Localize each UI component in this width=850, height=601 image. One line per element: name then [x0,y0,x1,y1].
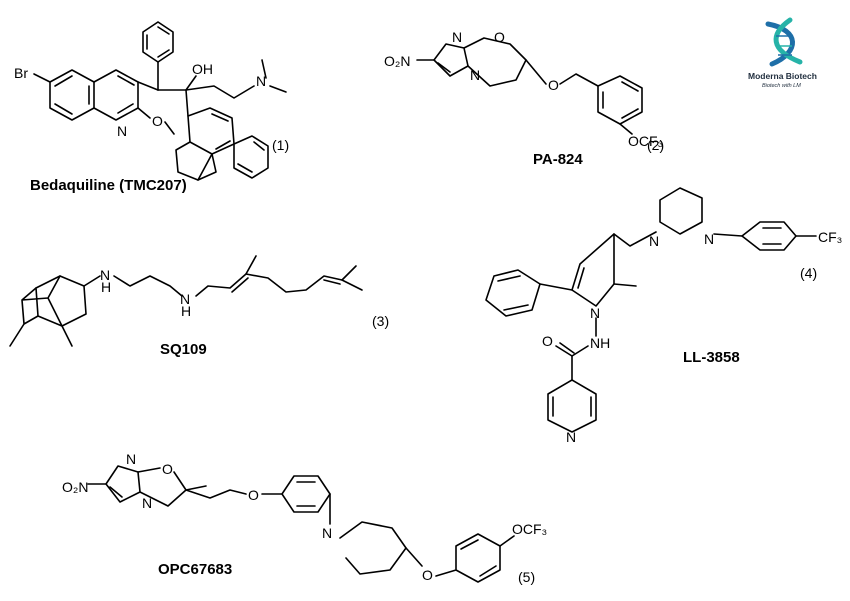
compound-name-sq109: SQ109 [160,341,207,358]
pyrrole-nitrogen-label: N [590,305,600,321]
secondary-amine-1-label: N [100,267,110,283]
ether-oxygen-label: O [548,77,559,93]
logo-tagline-text: Biotech with LM [762,83,801,89]
compound-number-3: (3) [372,313,389,329]
oxazine-oxygen-label: O [494,29,505,45]
nitro-group-label: O₂N [62,479,88,495]
amine-hydrogen-2-label: H [181,303,191,319]
trifluoromethyl-label: CF₃ [818,229,842,245]
compound-ll3858: N N CF₃ N NH O N (4) LL-3858 [485,187,842,445]
dna-helix-icon [765,17,803,67]
methoxy-oxygen-label: O [152,113,163,129]
compound-name-opc67683: OPC67683 [158,561,232,578]
compound-number-1: (1) [272,137,289,153]
compound-number-4: (4) [800,265,817,281]
dimethylamine-nitrogen-label: N [256,73,266,89]
carbonyl-oxygen-label: O [542,333,553,349]
compound-pa824: O₂N N N O O OCF₃ (2) PA-824 [384,29,664,168]
compound-sq109: N H N H (3) SQ109 [9,255,389,358]
compound-opc67683: O₂N N N O O N O OCF₃ (5) OPC67683 [62,451,547,585]
piperidine-nitrogen-label: N [322,525,332,541]
trifluoromethoxy-label: OCF₃ [512,521,547,537]
trifluoromethoxy-label: OCF₃ [628,133,663,149]
piperazine-nitrogen-1-label: N [649,233,659,249]
bridgehead-nitrogen-label: N [470,67,480,83]
amine-hydrogen-1-label: H [101,279,111,295]
bromine-atom-label: Br [14,65,28,81]
imidazole-nitrogen-label: N [452,29,462,45]
pyridine-nitrogen-label: N [566,429,576,445]
moderna-biotech-logo: Moderna Biotech Biotech with LM [748,17,817,89]
imidazole-nitrogen-label: N [126,451,136,467]
compound-name-ll3858: LL-3858 [683,349,740,366]
compound-number-5: (5) [518,569,535,585]
bridgehead-nitrogen-label: N [142,495,152,511]
secondary-amine-2-label: N [180,291,190,307]
linker-oxygen-label: O [422,567,433,583]
ether-oxygen-label: O [248,487,259,503]
compound-number-2: (2) [647,137,664,153]
nitro-group-label: O₂N [384,53,410,69]
piperazine-nitrogen-2-label: N [704,231,714,247]
quinoline-nitrogen-label: N [117,123,127,139]
compound-bedaquiline: Br N O OH N (1) Bedaquiline (TMC207) [14,21,289,194]
oxazole-oxygen-label: O [162,461,173,477]
hydroxyl-label: OH [192,61,213,77]
hydrazide-nh-label: NH [590,335,610,351]
logo-brand-text: Moderna Biotech [748,71,817,81]
compound-name-bedaquiline: Bedaquiline (TMC207) [30,177,187,194]
compound-name-pa824: PA-824 [533,151,583,168]
